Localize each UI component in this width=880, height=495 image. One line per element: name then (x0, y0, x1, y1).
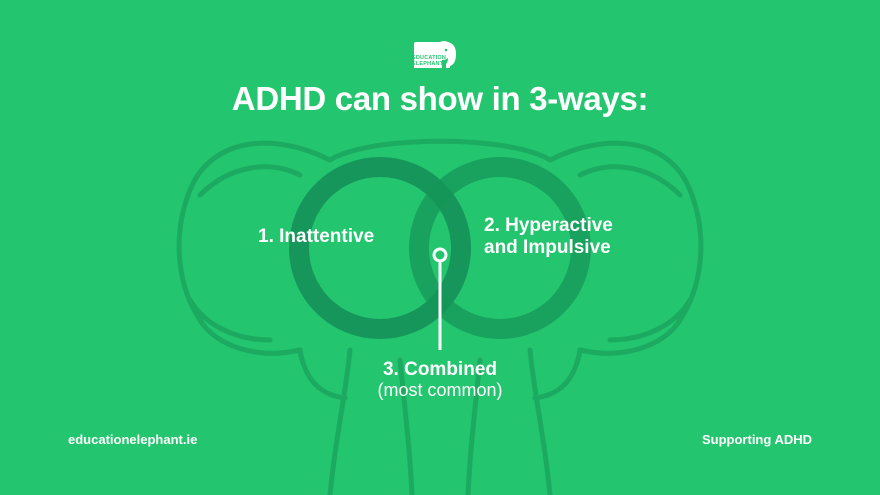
page-title: ADHD can show in 3-ways: (231, 80, 649, 117)
type-combined-sublabel: (most common) (377, 380, 503, 400)
logo-wordmark: EDUCATION ELEPHANT (412, 55, 447, 67)
logo-text-line1: EDUCATION (412, 55, 447, 61)
hyperactive-circle (409, 157, 591, 339)
tagline-text: Supporting ADHD (702, 432, 812, 447)
type-combined-label: 3. Combined (382, 359, 497, 380)
type-hyperactive-label: 2. Hyperactive and Impulsive (484, 215, 613, 259)
elephant-icon (414, 41, 456, 68)
inattentive-circle (289, 157, 471, 339)
logo-text-line2: ELEPHANT (412, 61, 444, 67)
type-inattentive-label: 1. Inattentive (258, 226, 375, 247)
venn-diagram (289, 157, 591, 339)
type-hyperactive-line2: and Impulsive (484, 237, 611, 258)
type-hyperactive-line1: 2. Hyperactive (484, 215, 613, 236)
website-text: educationelephant.ie (68, 432, 198, 447)
combined-pointer (432, 247, 448, 350)
